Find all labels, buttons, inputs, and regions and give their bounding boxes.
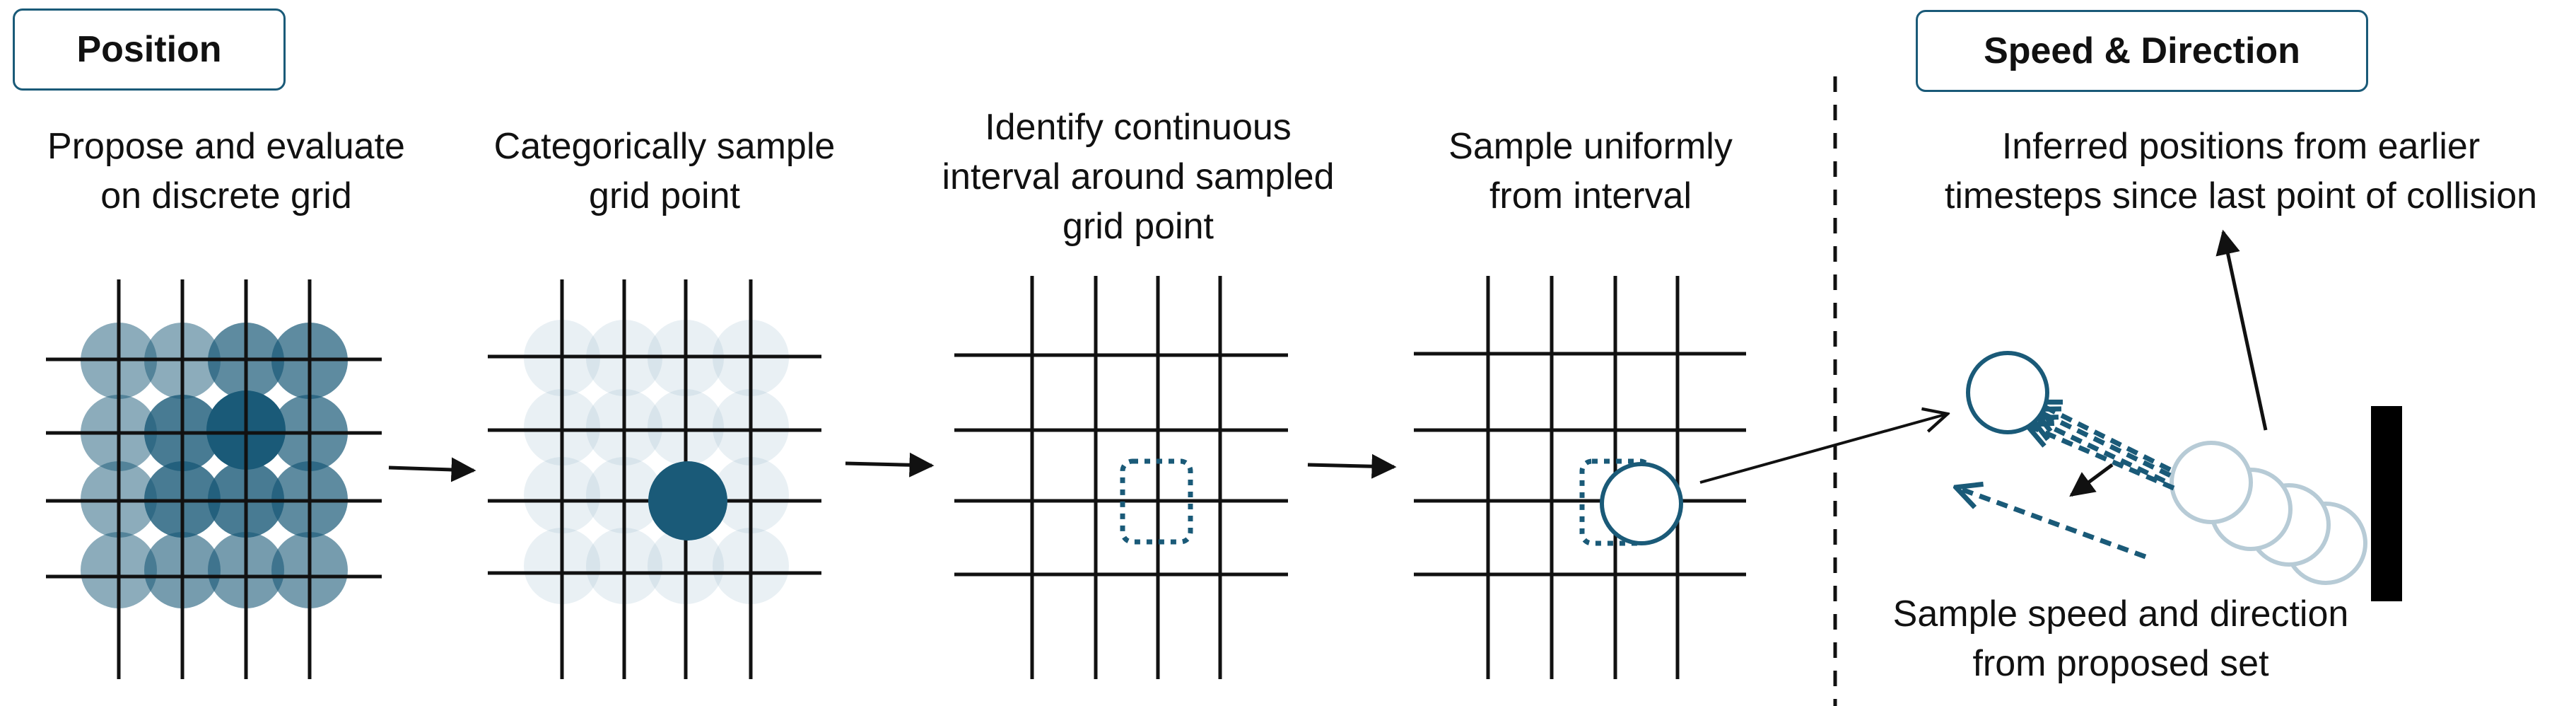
inferred-positions-caption: Inferred positions from earlier timestep…: [1944, 126, 2538, 216]
velocity-arrow: [2033, 419, 2166, 484]
sampled-grid-point: [648, 461, 727, 540]
panel-categorical-sample: [488, 279, 821, 679]
panel-identify-interval: [954, 276, 1288, 679]
current-position-circle: [1966, 351, 2049, 434]
step3-caption: Identify continuous interval around samp…: [942, 107, 1335, 247]
step-arrow-3: [1307, 453, 1397, 479]
evaluation-circles: [81, 323, 348, 608]
continuous-interval-box: [1120, 458, 1193, 545]
grid-lines: [954, 276, 1288, 679]
faded-circles: [524, 320, 789, 604]
inferred-position-circles: [2170, 441, 2367, 585]
panel-speed-direction: [1958, 229, 2402, 601]
grid-lines: [1414, 276, 1746, 679]
grid-lines: [46, 279, 382, 679]
speed-direction-section-tag: Speed & Direction: [1916, 10, 2368, 92]
panel-propose-grid: [46, 279, 382, 679]
uniform-sample-point: [1600, 462, 1683, 545]
step-arrow-2: [845, 452, 935, 478]
velocity-arrow: [2029, 426, 2175, 491]
proposed-velocity-arrows: [1958, 403, 2175, 560]
connector-arrow: [1699, 414, 1948, 484]
inferred-position-circle: [2170, 441, 2253, 524]
sample-pointer: [2069, 463, 2114, 497]
sample-speed-caption: Sample speed and direction from proposed…: [1892, 594, 2349, 684]
inferred-positions-pointer: [2215, 229, 2268, 431]
wall-obstacle: [2371, 406, 2402, 601]
position-section-tag: Position: [13, 8, 286, 91]
step-arrow-1: [388, 457, 476, 482]
sampled-velocity-arrow: [1958, 488, 2147, 560]
step4-caption: Sample uniformly from interval: [1448, 126, 1733, 216]
velocity-arrow: [2037, 403, 2172, 473]
velocity-arrow: [2036, 410, 2172, 478]
interval-box: [1579, 458, 1653, 546]
panel-sample-uniform: [1414, 276, 1746, 679]
step2-caption: Categorically sample grid point: [493, 126, 836, 216]
step1-caption: Propose and evaluate on discrete grid: [47, 126, 405, 216]
